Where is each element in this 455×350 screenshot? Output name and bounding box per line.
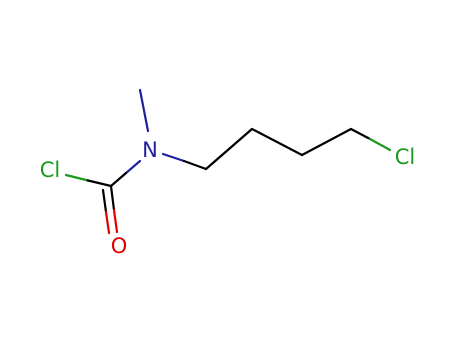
bond-n-carbonyl-black bbox=[109, 171, 128, 188]
bond-c-o-b-red bbox=[104, 210, 111, 235]
bond-c-o-a-red bbox=[112, 208, 119, 234]
atom-nitrogen: N bbox=[142, 138, 158, 162]
atom-oxygen: O bbox=[111, 234, 128, 258]
bond-n-methyl bbox=[138, 88, 150, 133]
bond-n-chain-blue bbox=[161, 152, 186, 163]
bond-c-cl-green bbox=[64, 173, 88, 182]
bond-chain-cl-black bbox=[349, 127, 372, 141]
bond-chain-3 bbox=[300, 127, 353, 157]
bond-chain-1 bbox=[204, 127, 254, 171]
bond-c-o-a-black bbox=[109, 184, 116, 212]
bond-n-chain-black bbox=[182, 159, 208, 171]
bonds bbox=[64, 88, 392, 235]
bond-c-cl-black bbox=[84, 178, 113, 188]
bond-chain-2 bbox=[250, 127, 304, 157]
bond-c-o-b-black bbox=[101, 188, 108, 214]
bond-n-carbonyl-blue bbox=[124, 159, 142, 175]
atom-chlorine-left: Cl bbox=[40, 158, 61, 182]
bond-chain-cl-green bbox=[368, 137, 392, 152]
atom-chlorine-right: Cl bbox=[395, 145, 416, 169]
